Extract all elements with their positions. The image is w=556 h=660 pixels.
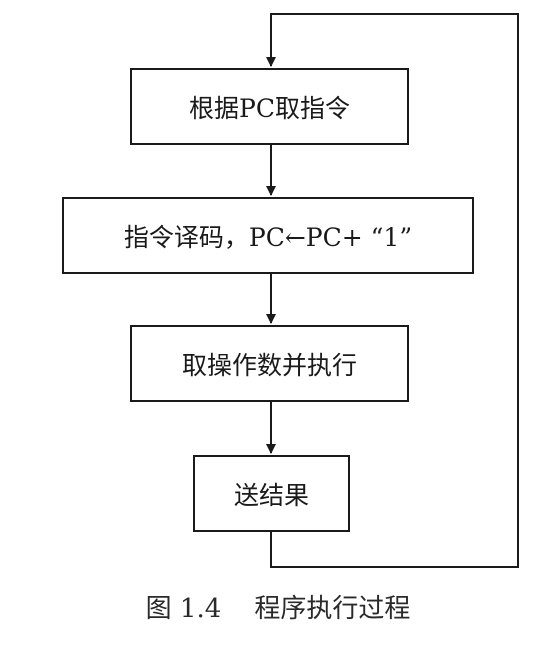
step-fetch-operand-execute: 取操作数并执行 bbox=[130, 325, 409, 402]
step-label: 根据PC取指令 bbox=[189, 93, 350, 123]
step-label: 取操作数并执行 bbox=[181, 350, 357, 380]
step-store-result: 送结果 bbox=[193, 455, 350, 532]
step-label: 指令译码，PC←PC+ “1” bbox=[123, 222, 413, 252]
step-label: 送结果 bbox=[233, 480, 309, 510]
loop-back-connector bbox=[266, 13, 519, 568]
step-fetch-instruction: 根据PC取指令 bbox=[130, 68, 409, 145]
step-decode-instruction: 指令译码，PC←PC+ “1” bbox=[62, 197, 474, 274]
figure-caption: 图 1.4 程序执行过程 bbox=[145, 594, 411, 624]
